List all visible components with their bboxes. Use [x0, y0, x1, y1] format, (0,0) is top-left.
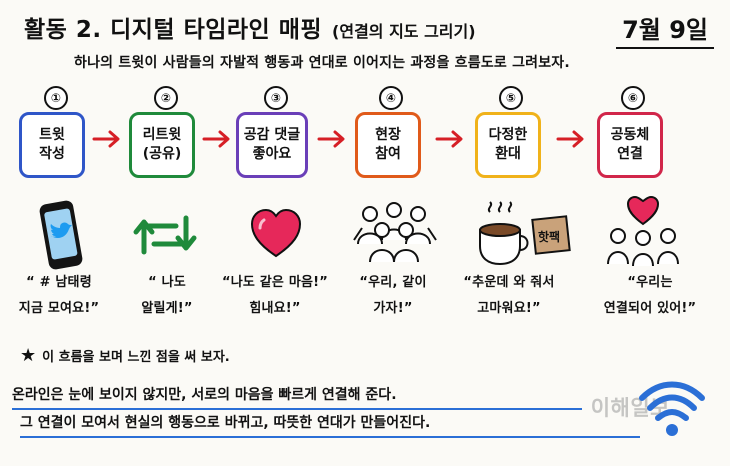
- quote-step-5: “추운데 와 줘서 고마워요!”: [442, 270, 576, 322]
- arrow-right-icon: [556, 130, 584, 148]
- step-number-3: ③: [264, 86, 288, 110]
- quote-line: 가자!”: [373, 301, 413, 316]
- heatpack-text: 핫팩: [538, 229, 560, 244]
- step-number-2: ②: [154, 86, 178, 110]
- step-label-line: 트윗: [39, 127, 65, 143]
- quote-step-2: “ 나도 알릴게!”: [100, 270, 234, 322]
- step-box-6: 공동체 연결: [597, 112, 663, 178]
- quote-line: 연결되어 있어!”: [603, 301, 697, 316]
- reflection-line-1: 온라인은 눈에 보이지 않지만, 서로의 마음을 빠르게 연결해 준다.: [12, 384, 582, 410]
- arrow-right-icon: [202, 130, 230, 148]
- step-label-line: 작성: [39, 146, 65, 162]
- wifi-icon: [639, 381, 705, 436]
- twitter-phone-icon: [39, 200, 83, 270]
- step-label-line: 참여: [375, 146, 401, 162]
- quote-line: “나도 같은 마음!”: [221, 275, 329, 290]
- retweet-icon: [133, 215, 197, 255]
- star-icon: ★: [20, 344, 37, 366]
- header: 활동 2. 디지털 타임라인 매핑 (연결의 지도 그리기): [24, 10, 476, 44]
- step-box-2: 리트윗 (공유): [129, 112, 195, 178]
- quote-line: 힘내요!”: [249, 301, 301, 316]
- community-heart-icon: [607, 195, 679, 267]
- quote-line: 알릴게!”: [141, 301, 193, 316]
- page-title: 활동 2. 디지털 타임라인 매핑: [24, 17, 323, 43]
- step-number-5: ⑤: [499, 86, 523, 110]
- crowd-icon: [353, 202, 437, 263]
- reflection-prompt-text: 이 흐름을 보며 느낀 점을 써 보자.: [42, 350, 230, 365]
- quote-line: “ 나도: [148, 275, 186, 290]
- coffee-and-heatpack-icon: 핫팩: [479, 201, 571, 266]
- step-label-line: 공동체: [610, 127, 650, 143]
- timeline-flow: ① ② ③ ④ ⑤ ⑥ 트윗 작성 리트윗 (공유) 공감 댓글 좋아요 현장 …: [0, 86, 725, 322]
- quote-line: 고마워요!”: [477, 301, 541, 316]
- step-box-5: 다정한 환대: [475, 112, 541, 178]
- step-box-4: 현장 참여: [355, 112, 421, 178]
- quote-line: “우리, 같이: [359, 275, 427, 290]
- quote-line: 지금 모여요!”: [18, 301, 100, 316]
- quote-step-1: “ # 남태령 지금 모여요!”: [0, 270, 126, 322]
- step-number-4: ④: [379, 86, 403, 110]
- arrow-right-icon: [435, 130, 463, 148]
- reflection-prompt: ★ 이 흐름을 보며 느낀 점을 써 보자.: [20, 346, 710, 365]
- quote-step-4: “우리, 같이 가자!”: [326, 270, 460, 322]
- step-label-line: 공감 댓글: [243, 127, 301, 143]
- step-number-6: ⑥: [621, 86, 645, 110]
- quote-line: “ # 남태령: [26, 275, 92, 290]
- quote-line: “우리는: [627, 275, 673, 290]
- arrow-right-icon: [317, 130, 345, 148]
- step-label-line: (공유): [142, 146, 182, 162]
- step-label-line: 연결: [617, 146, 643, 162]
- heart-icon: [250, 208, 302, 258]
- step-box-3: 공감 댓글 좋아요: [236, 112, 308, 178]
- page-subtitle: (연결의 지도 그리기): [332, 22, 476, 41]
- step-number-1: ①: [44, 86, 68, 110]
- reflection-section: ★ 이 흐름을 보며 느낀 점을 써 보자.: [20, 346, 710, 365]
- step-box-1: 트윗 작성: [19, 112, 85, 178]
- quote-step-3: “나도 같은 마음!” 힘내요!”: [208, 270, 342, 322]
- step-label-line: 다정한: [488, 127, 528, 143]
- quote-line: “추운데 와 줘서: [463, 275, 555, 290]
- reflection-line-2: 그 연결이 모여서 현실의 행동으로 바뀌고, 따뜻한 연대가 만들어진다.: [20, 412, 640, 438]
- arrow-right-icon: [92, 130, 120, 148]
- step-label-line: 현장: [375, 127, 401, 143]
- step-label-line: 리트윗: [142, 127, 182, 143]
- date-label: 7월 9일: [616, 10, 714, 49]
- step-label-line: 좋아요: [252, 146, 292, 162]
- quote-step-6: “우리는 연결되어 있어!”: [575, 270, 725, 322]
- intro-text: 하나의 트윗이 사람들의 자발적 행동과 연대로 이어지는 과정을 흐름도로 그…: [74, 55, 570, 71]
- step-label-line: 환대: [495, 146, 521, 162]
